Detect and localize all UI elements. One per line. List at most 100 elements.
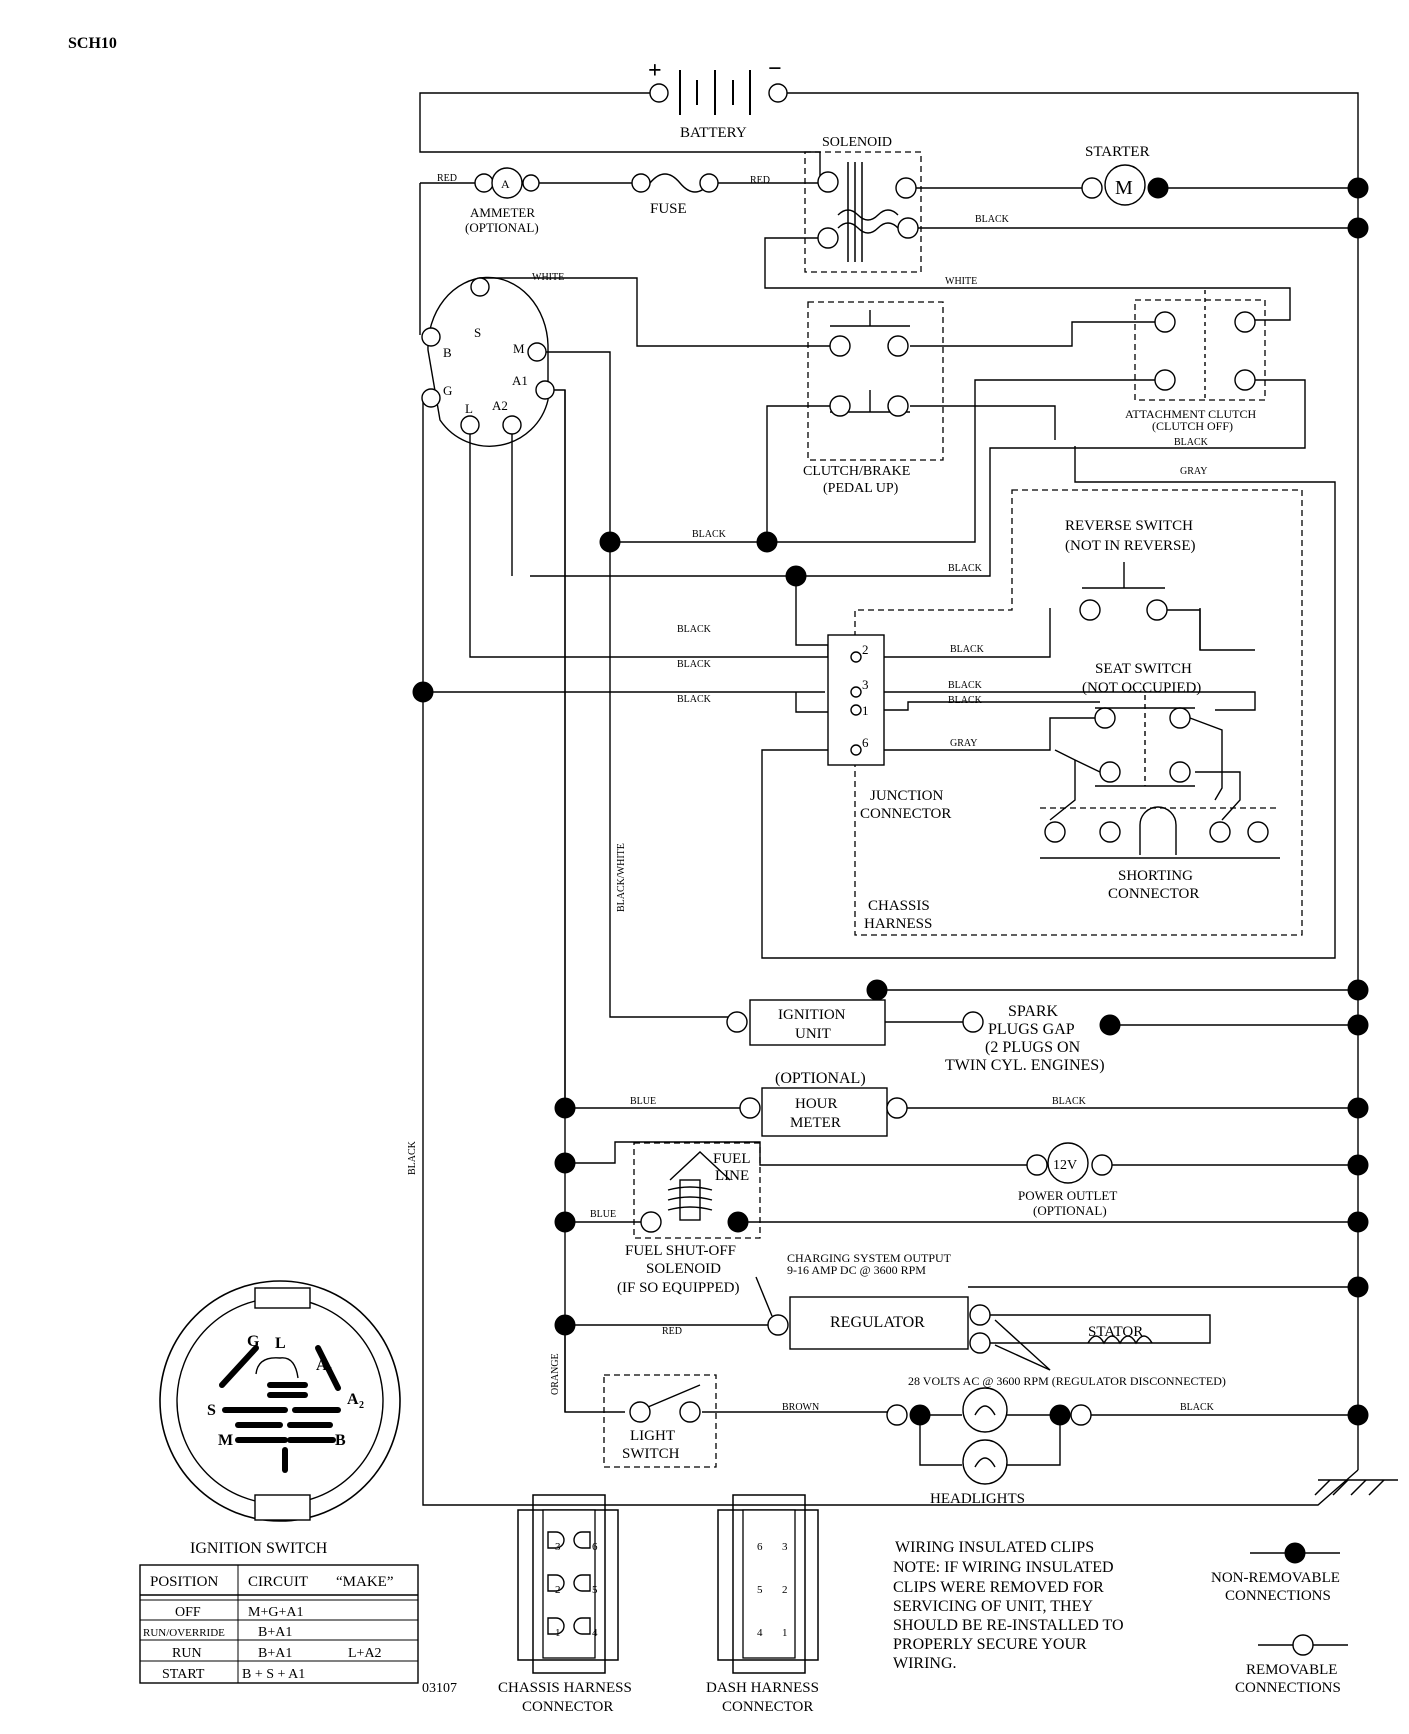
table-header: CIRCUIT xyxy=(248,1574,308,1590)
light-switch: LIGHT SWITCH BROWN BLACK xyxy=(603,1374,1215,1468)
headlights-label: HEADLIGHTS xyxy=(930,1491,1025,1507)
fuel-solenoid-label: FUEL SHUT-OFF xyxy=(625,1243,736,1259)
wire-label-black: BLACK xyxy=(677,694,712,705)
wire-label-brown: BROWN xyxy=(782,1402,819,1413)
light-switch-label: LIGHT xyxy=(630,1428,675,1444)
junction-sub: CONNECTOR xyxy=(860,806,951,822)
battery-label: BATTERY xyxy=(680,125,747,141)
terminal-b: B xyxy=(443,345,452,360)
insulated-clips-note: WIRING INSULATED CLIPS NOTE: IF WIRING I… xyxy=(893,1539,1124,1672)
face-m: M xyxy=(218,1432,233,1449)
ignition-unit-label: IGNITION xyxy=(778,1007,846,1023)
face-b: B xyxy=(335,1432,346,1449)
table-cell: B+A1 xyxy=(258,1646,292,1661)
terminal-s: S xyxy=(474,325,481,340)
legend-removable-sub: CONNECTIONS xyxy=(1235,1680,1341,1696)
spark-label-3: (2 PLUGS ON xyxy=(985,1039,1081,1056)
note-title: WIRING INSULATED CLIPS xyxy=(895,1539,1094,1556)
chassis-pin: 2 xyxy=(555,1584,561,1596)
chassis-harness-sub: HARNESS xyxy=(864,916,932,932)
junction-pin: 1 xyxy=(862,703,869,718)
connection-nodes xyxy=(412,177,1369,1426)
table-cell: M+G+A1 xyxy=(248,1605,303,1620)
seat-switch: SEAT SWITCH (NOT OCCUPIED) xyxy=(1049,661,1241,821)
terminal-g: G xyxy=(443,383,452,398)
face-g: G xyxy=(247,1333,260,1350)
dash-pin: 2 xyxy=(782,1584,788,1596)
attachment-clutch-switch: ATTACHMENT CLUTCH (CLUTCH OFF) xyxy=(1125,290,1266,433)
dash-pin: 1 xyxy=(782,1627,788,1639)
terminal-l: L xyxy=(465,401,473,416)
wire-label-gray: GRAY xyxy=(1180,466,1207,477)
note-line: PROPERLY SECURE YOUR xyxy=(893,1636,1087,1653)
dash-connector-sub: CONNECTOR xyxy=(722,1699,813,1715)
solenoid-label: SOLENOID xyxy=(822,135,892,150)
wire-label-red: RED xyxy=(750,175,770,186)
junction-pin: 6 xyxy=(862,735,869,750)
ignition-unit: IGNITION UNIT SPARK PLUGS GAP (2 PLUGS O… xyxy=(726,999,1105,1074)
chassis-pin: 3 xyxy=(555,1541,561,1553)
starter: M STARTER xyxy=(1081,144,1169,206)
dash-pin: 5 xyxy=(757,1584,763,1596)
wire-label-black: BLACK xyxy=(677,659,712,670)
face-a2-sub: 2 xyxy=(359,1400,364,1411)
chassis-pin: 1 xyxy=(555,1627,561,1639)
hour-meter-sub: METER xyxy=(790,1115,841,1131)
ignition-terminals: S B G L M A1 A2 xyxy=(421,276,555,447)
table-cell: RUN xyxy=(172,1646,202,1661)
wire-label-black: BLACK xyxy=(948,563,983,574)
wire-label-black: BLACK xyxy=(975,214,1010,225)
table-cell: START xyxy=(162,1667,205,1682)
wire-label-black: BLACK xyxy=(692,529,727,540)
doc-id: SCH10 xyxy=(68,35,117,52)
fuel-line-sub: LINE xyxy=(715,1168,749,1184)
clutch-brake-switch: CLUTCH/BRAKE (PEDAL UP) xyxy=(803,301,944,496)
battery-minus: − xyxy=(768,56,782,82)
clutch-brake-label: CLUTCH/BRAKE xyxy=(803,464,910,479)
wire-label-black: BLACK xyxy=(1180,1402,1215,1413)
wire-label-gray: GRAY xyxy=(950,738,977,749)
battery-plus: + xyxy=(648,58,662,84)
ammeter-symbol: A xyxy=(501,177,510,191)
shorting-connector: SHORTING CONNECTOR xyxy=(1040,806,1280,902)
table-header: POSITION xyxy=(150,1574,219,1590)
attachment-clutch-sub: (CLUTCH OFF) xyxy=(1152,419,1233,433)
wire-label-blue: BLUE xyxy=(630,1096,656,1107)
starter-symbol: M xyxy=(1115,177,1133,199)
charging-output-sub: 9-16 AMP DC @ 3600 RPM xyxy=(787,1263,926,1277)
ignition-switch-title: IGNITION SWITCH xyxy=(190,1540,328,1557)
dash-pin: 3 xyxy=(782,1541,788,1553)
ground-icon xyxy=(1314,1425,1398,1496)
ignition-switch-table: IGNITION SWITCH POSITION CIRCUIT “MAKE” … xyxy=(139,1540,419,1684)
ac-note: 28 VOLTS AC @ 3600 RPM (REGULATOR DISCON… xyxy=(908,1374,1226,1388)
wire-label-black: BLACK xyxy=(1174,437,1209,448)
wire-label-black: BLACK xyxy=(407,1140,418,1175)
chassis-connector-sub: CONNECTOR xyxy=(522,1699,613,1715)
junction-label: JUNCTION xyxy=(870,788,943,804)
ammeter-optional: (OPTIONAL) xyxy=(465,220,539,235)
ignition-switch-face: G L A 1 A 2 S M B xyxy=(159,1280,401,1522)
note-line: SERVICING OF UNIT, THEY xyxy=(893,1598,1093,1615)
chassis-connector-label: CHASSIS HARNESS xyxy=(498,1680,632,1696)
clutch-brake-sub: (PEDAL UP) xyxy=(823,481,899,496)
junction-pin: 3 xyxy=(862,677,869,692)
terminal-a1: A1 xyxy=(512,373,528,388)
light-switch-sub: SWITCH xyxy=(622,1446,680,1462)
chassis-pin: 6 xyxy=(592,1541,598,1553)
hour-meter-optional: (OPTIONAL) xyxy=(775,1070,866,1087)
fuel-solenoid-sub-2: (IF SO EQUIPPED) xyxy=(617,1280,740,1296)
ammeter: A AMMETER (OPTIONAL) xyxy=(465,167,540,235)
fuel-solenoid: FUEL LINE FUEL SHUT-OFF SOLENOID (IF SO … xyxy=(590,1142,761,1296)
fuel-solenoid-sub: SOLENOID xyxy=(646,1261,721,1277)
chassis-harness-label: CHASSIS xyxy=(868,898,930,914)
seat-switch-label: SEAT SWITCH xyxy=(1095,661,1192,677)
seat-switch-sub: (NOT OCCUPIED) xyxy=(1082,680,1201,696)
legend: NON-REMOVABLE CONNECTIONS REMOVABLE CONN… xyxy=(1211,1542,1348,1696)
headlights: HEADLIGHTS xyxy=(886,1387,1092,1507)
wires xyxy=(419,92,1359,1506)
reverse-switch-sub: (NOT IN REVERSE) xyxy=(1065,538,1196,554)
regulator: CHARGING SYSTEM OUTPUT 9-16 AMP DC @ 360… xyxy=(662,1251,1226,1388)
battery: + − BATTERY xyxy=(648,56,788,141)
fuse-label: FUSE xyxy=(650,201,687,217)
